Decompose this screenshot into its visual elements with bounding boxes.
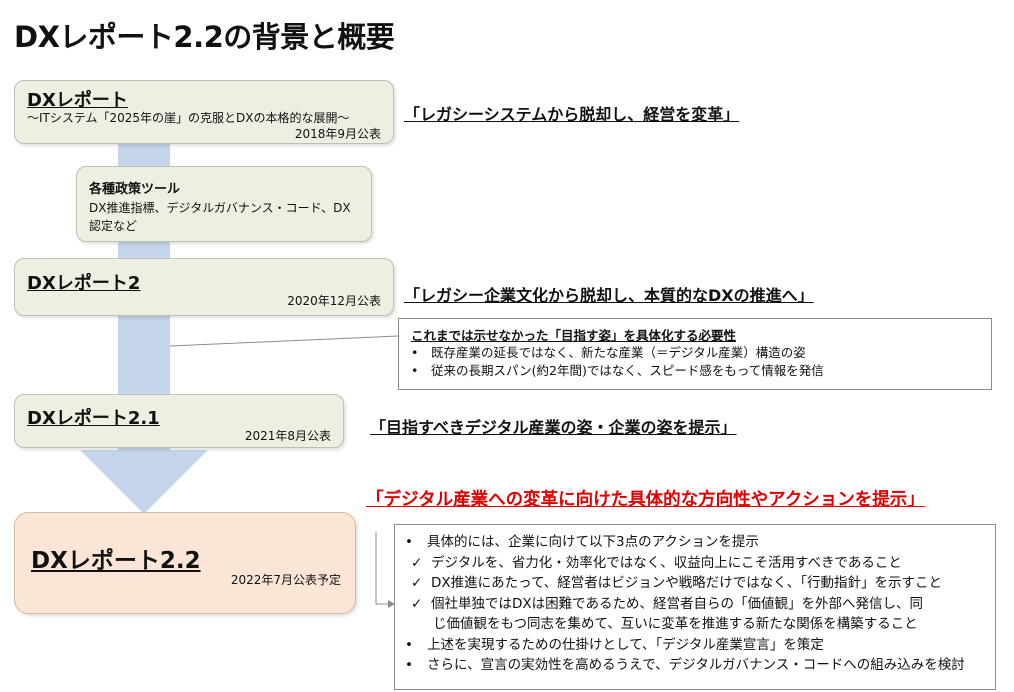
report-title-dx22: DXレポート2.2 bbox=[31, 548, 201, 574]
necessity-bullet: •既存産業の延長ではなく、新たな産業（＝デジタル産業）構造の姿 bbox=[411, 345, 806, 360]
report-date-dx22: 2022年7月公表予定 bbox=[230, 573, 341, 587]
callout-line-necessity bbox=[169, 335, 399, 347]
report-box-dx22: DXレポート2.2 2022年7月公表予定 bbox=[14, 512, 356, 614]
necessity-bullet: •従来の長期スパン(約2年間)ではなく、スピード感をもって情報を発信 bbox=[411, 363, 824, 378]
report-subtitle-dx: ～ITシステム「2025年の崖」の克服とDXの本格的な展開～ bbox=[27, 111, 350, 125]
policy-tools-line1: DX推進指標、デジタルガバナンス・コード、DX bbox=[89, 201, 351, 215]
callout-line-summary bbox=[375, 532, 388, 605]
policy-tools-line2: 認定など bbox=[89, 219, 138, 233]
report-title-dx: DXレポート bbox=[27, 90, 128, 111]
summary-check: ✓個社単独ではDXは困難であるため、経営者自らの「価値観」を外部へ発信し、同 bbox=[411, 595, 924, 612]
policy-tools-title: 各種政策ツール bbox=[89, 182, 181, 197]
report-box-dx2: DXレポート2 2020年12月公表 bbox=[14, 258, 394, 316]
slogan-dx22: 「デジタル産業への変革に向けた具体的な方向性やアクションを提示」 bbox=[366, 490, 925, 510]
necessity-callout: これまでは示せなかった「目指す姿」を具体化する必要性 •既存産業の延長ではなく、… bbox=[398, 318, 992, 390]
summary-check: ✓デジタルを、省力化・効率化ではなく、収益向上にこそ活用すべきであること bbox=[411, 554, 902, 571]
report-box-dx21: DXレポート2.1 2021年8月公表 bbox=[14, 394, 344, 448]
page-title: DXレポート2.2の背景と概要 bbox=[14, 20, 395, 54]
slogan-dx2: 「レガシー企業文化から脱却し、本質的なDXの推進へ」 bbox=[404, 286, 814, 305]
summary-bullet: •上述を実現するための仕掛けとして、「デジタル産業宣言」を策定 bbox=[405, 636, 824, 653]
slogan-dx21: 「目指すべきデジタル産業の姿・企業の姿を提示」 bbox=[370, 418, 737, 437]
report-title-dx2: DXレポート2 bbox=[27, 273, 141, 294]
summary-check-continued: じ価値観をもつ同志を集めて、互いに変革を推進する新たな関係を構築すること bbox=[433, 616, 918, 632]
report-date-dx: 2018年9月公表 bbox=[294, 127, 381, 141]
slogan-dx: 「レガシーシステムから脱却し、経営を変革」 bbox=[404, 105, 740, 124]
summary-intro: •具体的には、企業に向けて以下3点のアクションを提示 bbox=[405, 534, 759, 550]
report-box-dx: DXレポート ～ITシステム「2025年の崖」の克服とDXの本格的な展開～ 20… bbox=[14, 80, 394, 144]
report-title-dx21: DXレポート2.1 bbox=[27, 408, 160, 429]
summary-check: ✓DX推進にあたって、経営者はビジョンや戦略だけではなく、「行動指針」を示すこと bbox=[411, 575, 943, 591]
report-date-dx21: 2021年8月公表 bbox=[244, 429, 331, 443]
summary-box: •具体的には、企業に向けて以下3点のアクションを提示 ✓デジタルを、省力化・効率… bbox=[394, 524, 996, 690]
necessity-heading: これまでは示せなかった「目指す姿」を具体化する必要性 bbox=[411, 328, 737, 343]
policy-tools-box: 各種政策ツール DX推進指標、デジタルガバナンス・コード、DX 認定など bbox=[76, 166, 372, 242]
report-date-dx2: 2020年12月公表 bbox=[287, 294, 381, 308]
flow-arrow-head bbox=[80, 450, 208, 514]
summary-bullet: •さらに、宣言の実効性を高めるうえで、デジタルガバナンス・コードへの組み込みを検… bbox=[405, 657, 965, 673]
